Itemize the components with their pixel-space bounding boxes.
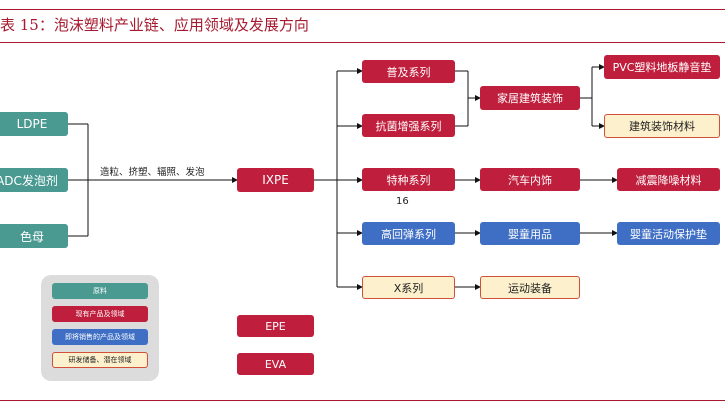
application-sports: 运动装备 <box>480 276 580 299</box>
series-x: X系列 <box>362 276 455 299</box>
raw-material-color-masterbatch: 色母 <box>0 224 68 248</box>
raw-material-adc-foaming-agent: ADC发泡剂 <box>0 168 68 192</box>
legend-item-upcoming: 即将销售的产品及领域 <box>52 329 148 345</box>
title-top-rule <box>0 9 725 10</box>
legend-item-raw: 原料 <box>52 283 148 299</box>
stray-number: 16 <box>396 196 409 207</box>
page-title: 表 15：泡沫塑料产业链、应用领域及发展方向 <box>0 16 309 34</box>
bottom-rule <box>0 400 725 401</box>
product-pvc-floor-pad: PVC塑料地板静音垫 <box>604 55 720 79</box>
title-bottom-rule <box>0 42 725 43</box>
product-child-protect-mat: 婴童活动保护垫 <box>617 222 720 245</box>
hub-ixpe: IXPE <box>237 168 314 192</box>
product-eva: EVA <box>237 353 314 375</box>
product-damping-material: 减震降噪材料 <box>617 168 720 191</box>
application-auto-interior: 汽车内饰 <box>480 168 580 191</box>
legend-item-research: 研发储备、潜在领域 <box>52 352 148 368</box>
product-epe: EPE <box>237 315 314 337</box>
series-general: 普及系列 <box>362 60 455 83</box>
process-label: 造粒、挤塑、辐照、发泡 <box>100 167 205 178</box>
series-antibacterial: 抗菌增强系列 <box>362 114 455 137</box>
application-infant: 婴童用品 <box>480 222 580 245</box>
application-home-decor: 家居建筑装饰 <box>480 86 580 110</box>
series-special: 特种系列 <box>362 168 455 191</box>
raw-material-ldpe: LDPE <box>0 112 68 136</box>
product-building-decor: 建筑装饰材料 <box>604 114 720 138</box>
legend-item-existing: 现有产品及领域 <box>52 306 148 322</box>
series-high-rebound: 高回弹系列 <box>362 222 455 245</box>
